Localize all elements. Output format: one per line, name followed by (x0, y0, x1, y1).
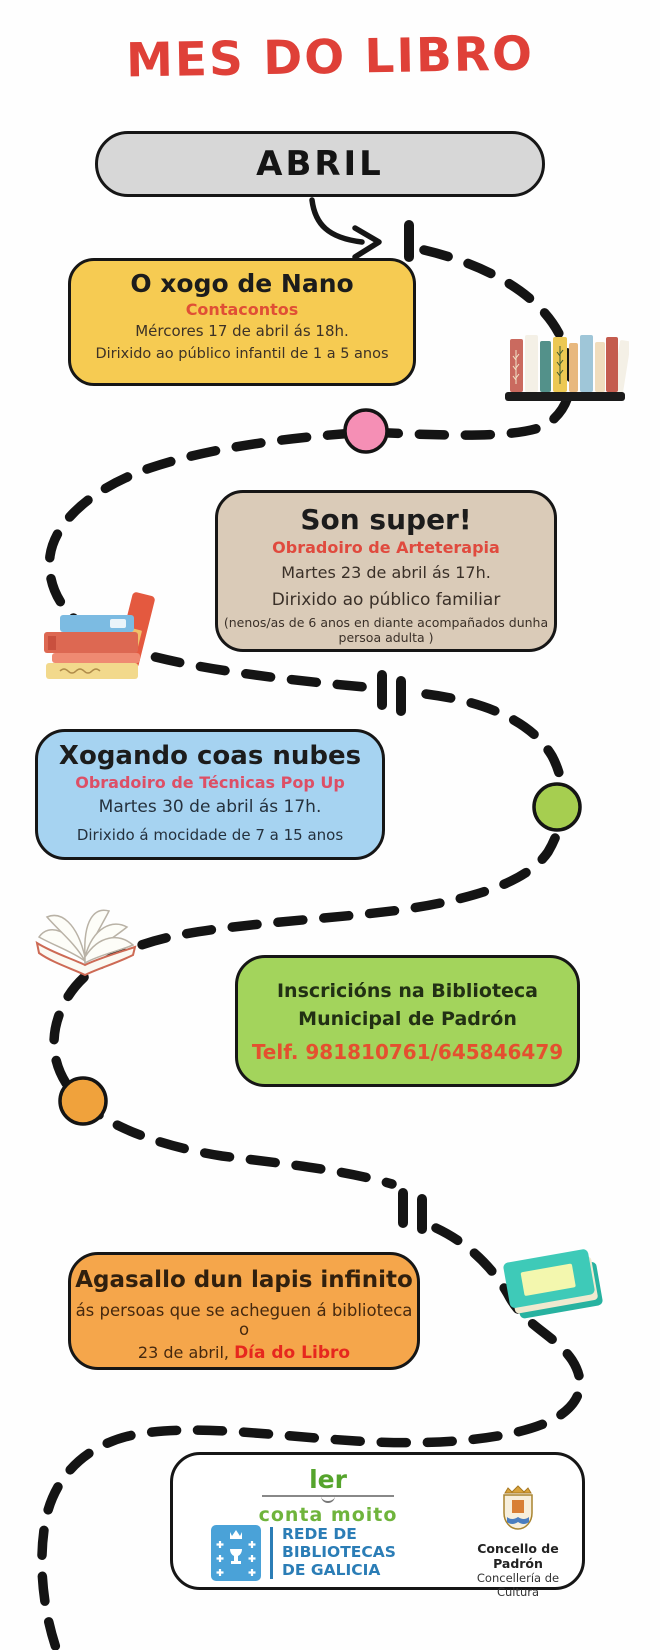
event-date: Martes 23 de abril ás 17h. (281, 562, 491, 582)
event-audience: Dirixido ao público infantil de 1 a 5 an… (95, 345, 389, 362)
event-note: (nenos/as de 6 anos en diante acompañado… (223, 614, 549, 645)
book-illustration (503, 1249, 603, 1319)
route-dot-orange (58, 1076, 108, 1126)
open-book-illustration (35, 909, 137, 977)
bookshelf-illustration (505, 335, 629, 401)
month-banner: ABRIL (95, 131, 545, 197)
route-pause-marker (398, 1188, 408, 1228)
event-title: O xogo de Nano (130, 269, 354, 298)
gift-line2: 23 de abril, Día do Libro (71, 1343, 417, 1363)
event-card-xogo-de-nano: O xogo de Nano Contacontos Mércores 17 d… (68, 258, 416, 386)
event-subtitle: Obradoiro de Arteterapia (272, 537, 500, 557)
inscriptions-line2: Municipal de Padrón (298, 1007, 517, 1030)
event-card-xogando-coas-nubes: Xogando coas nubes Obradoiro de Técnicas… (35, 729, 385, 860)
conta-moito-text: conta moito (258, 1504, 398, 1526)
network-line3: DE GALICIA (282, 1560, 381, 1579)
ler-text: ler (309, 1465, 347, 1494)
gift-card: Agasallo dun lapis infinito ás persoas q… (68, 1252, 420, 1370)
library-network-name: REDE DE BIBLIOTECAS DE GALICIA (282, 1525, 396, 1579)
arrow-icon (309, 197, 382, 260)
galicia-flag-icon (211, 1525, 261, 1581)
event-audience: Dirixido ao público familiar (271, 589, 501, 610)
route-dot-green (532, 782, 582, 832)
library-network-logo: REDE DE BIBLIOTECAS DE GALICIA (211, 1525, 396, 1581)
gift-line2-highlight: Día do Libro (234, 1343, 351, 1363)
council-crest-icon (503, 1485, 533, 1530)
council-department: Concellería de Cultura (476, 1571, 560, 1599)
event-date: Martes 30 de abril ás 17h. (98, 796, 322, 817)
route-start-marker (404, 220, 414, 262)
page-title: MES DO LIBRO (125, 26, 535, 89)
event-subtitle: Obradoiro de Técnicas Pop Up (75, 772, 345, 792)
book-stack-illustration (44, 592, 155, 679)
route-pause-marker (377, 670, 387, 710)
event-subtitle: Contacontos (185, 299, 299, 319)
gift-title: Agasallo dun lapis infinito (75, 1267, 413, 1293)
event-card-son-super: Son super! Obradoiro de Arteterapia Mart… (215, 490, 557, 652)
gift-line1: ás persoas que se acheguen á biblioteca … (75, 1301, 413, 1339)
event-title: Xogando coas nubes (58, 741, 362, 771)
route-pause-marker (417, 1194, 427, 1234)
gift-line2-prefix: 23 de abril, (137, 1343, 235, 1362)
network-line1: REDE DE (282, 1525, 357, 1544)
network-line2: BIBLIOTECAS (282, 1543, 396, 1562)
inscriptions-phone: Telf. 981810761/645846479 (251, 1040, 564, 1065)
council-logo: Concello de Padrón Concellería de Cultur… (466, 1483, 570, 1599)
campaign-smile (321, 1495, 335, 1503)
campaign-logo: ler conta moito (233, 1467, 423, 1526)
inscriptions-line1: Inscricións na Biblioteca (276, 980, 539, 1002)
event-title: Son super! (300, 503, 472, 536)
footer-card: ler conta moito REDE D (170, 1452, 585, 1599)
route-pause-marker (396, 676, 406, 716)
inscriptions-card: Inscricións na Biblioteca Municipal de P… (235, 955, 580, 1087)
event-audience: Dirixido á mocidade de 7 a 15 anos (76, 825, 344, 844)
event-date: Mércores 17 de abril ás 18h. (135, 321, 349, 340)
route-dot-pink (343, 408, 389, 454)
council-name: Concello de Padrón (477, 1541, 559, 1571)
route-markers (377, 220, 427, 1234)
logo-divider (270, 1527, 273, 1579)
